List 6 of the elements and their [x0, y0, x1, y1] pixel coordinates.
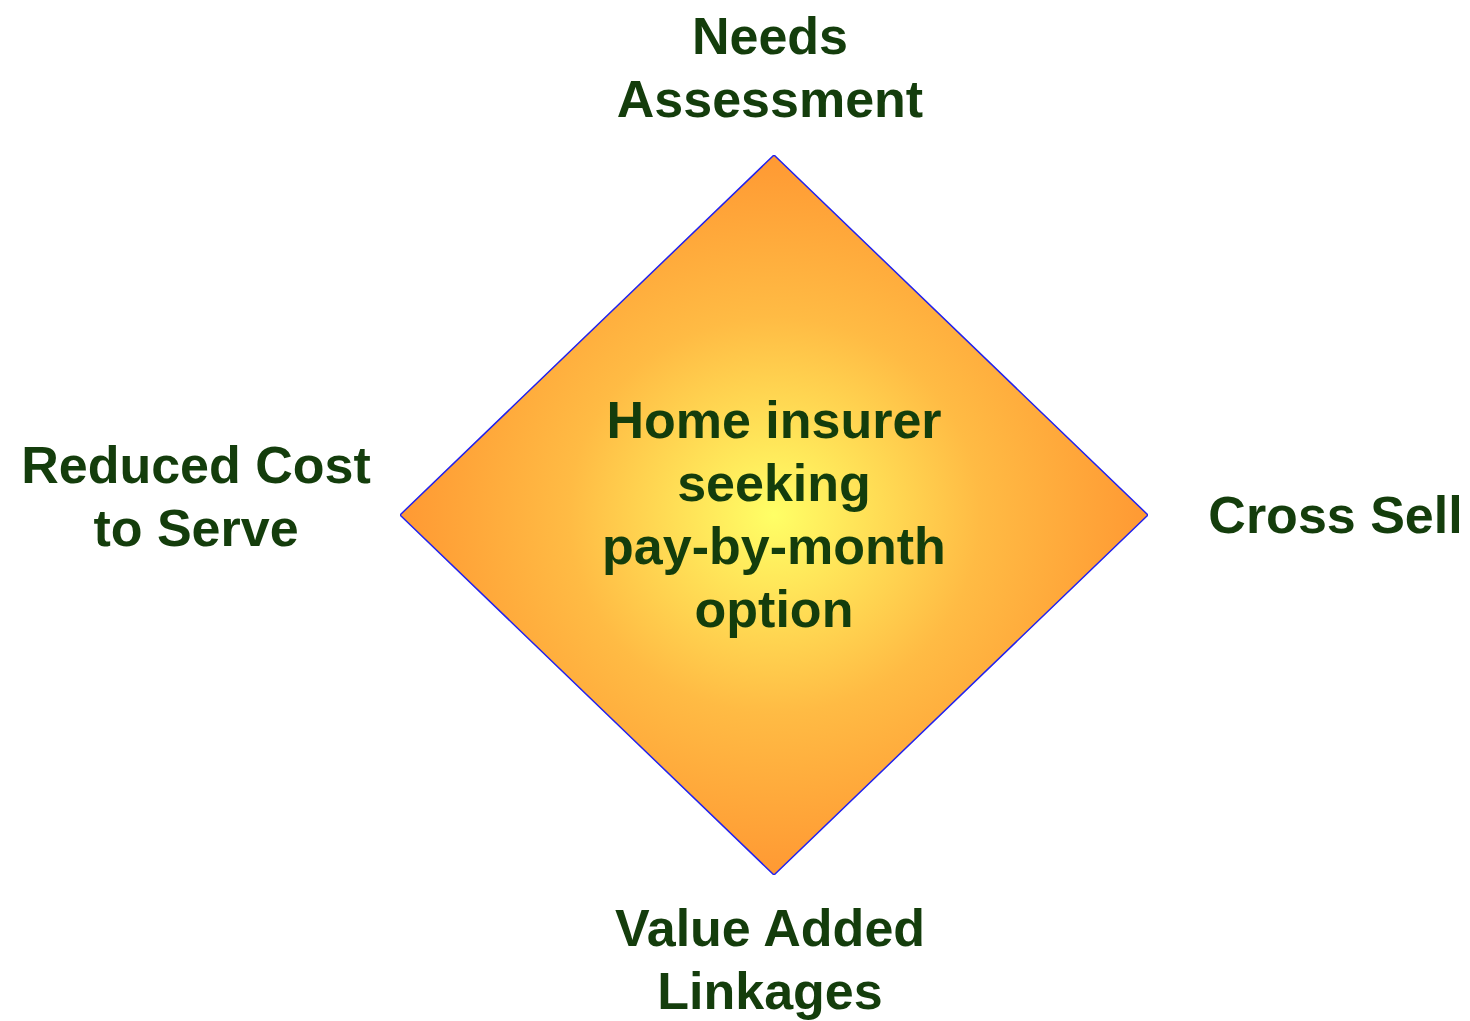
- corner-label: Cross Sell: [1207, 485, 1464, 546]
- diamond-shape: [400, 155, 1148, 875]
- corner-label: Reduced Cost to Serve: [20, 435, 372, 559]
- corner-label: Needs Assessment: [615, 6, 925, 130]
- corner-label: Value Added Linkages: [613, 898, 927, 1021]
- diamond-text: Home insurer seeking pay-by-month option: [601, 390, 947, 640]
